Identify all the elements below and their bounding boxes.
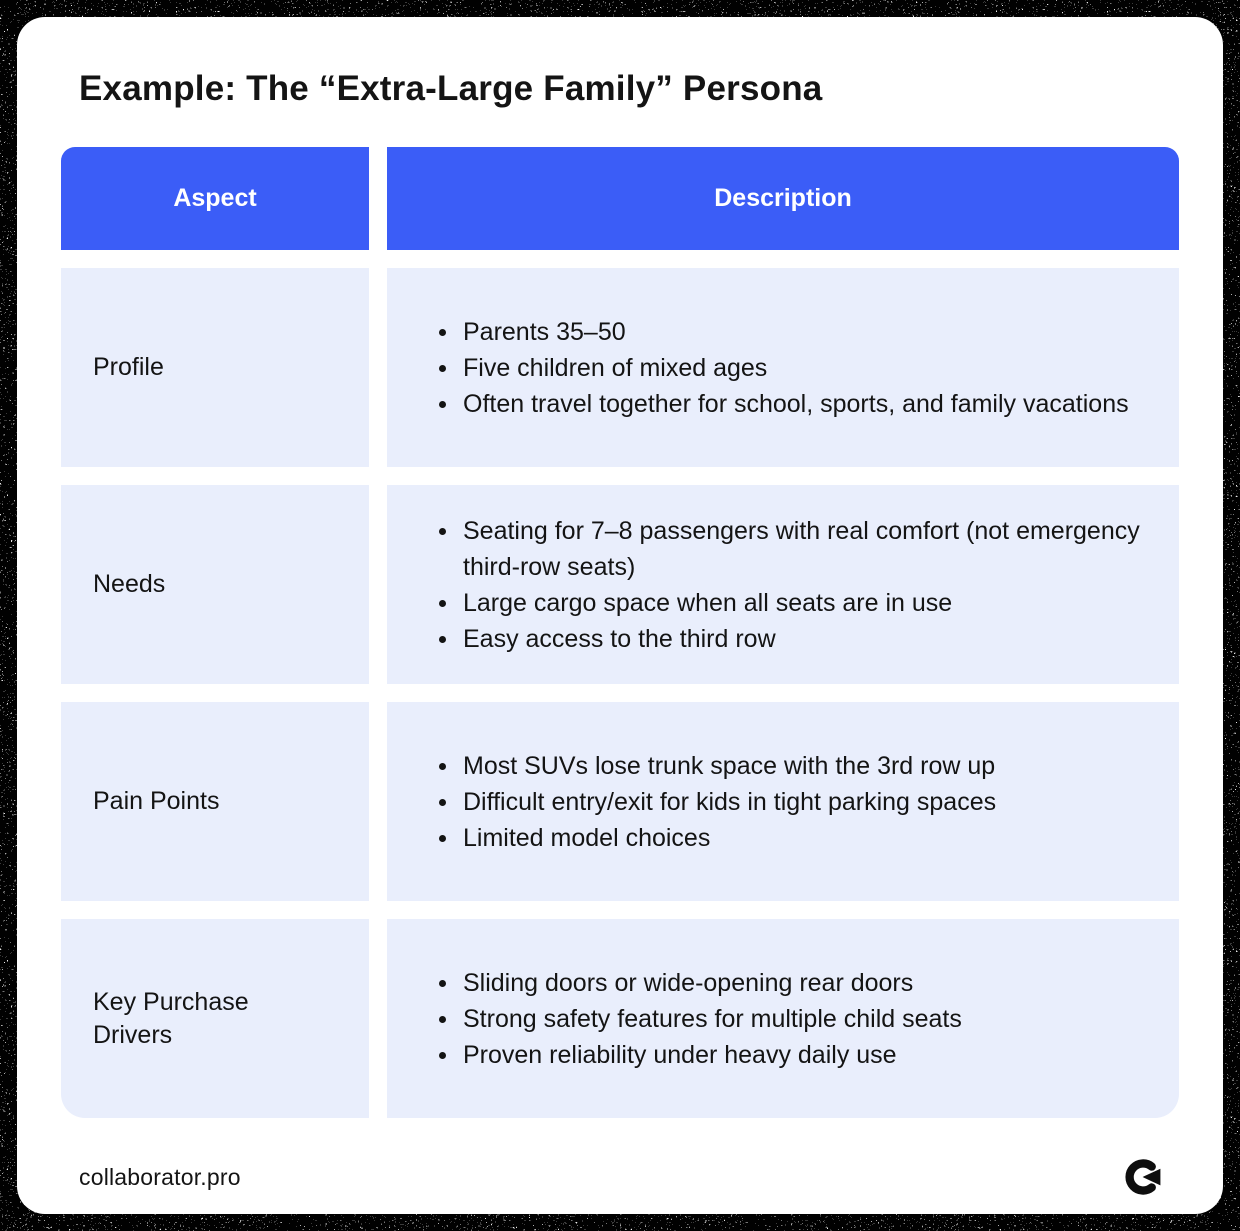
column-header-description: Description <box>387 147 1179 250</box>
description-cell-pain-points: Most SUVs lose trunk space with the 3rd … <box>387 702 1179 901</box>
list-item: Limited model choices <box>439 820 1151 856</box>
bullet-dot <box>439 979 446 987</box>
list-item-text: Easy access to the third row <box>463 624 776 653</box>
list-item: Difficult entry/exit for kids in tight p… <box>439 784 1151 820</box>
list-item: Easy access to the third row <box>439 621 1151 657</box>
aspect-cell-pain-points: Pain Points <box>61 702 369 901</box>
list-item: Most SUVs lose trunk space with the 3rd … <box>439 748 1151 784</box>
list-item-text: Large cargo space when all seats are in … <box>463 588 953 617</box>
bullet-dot <box>439 400 446 408</box>
list-item-text: Five children of mixed ages <box>463 353 768 382</box>
brand-text: collaborator.pro <box>79 1163 241 1190</box>
list-item-text: Sliding doors or wide-opening rear doors <box>463 968 914 997</box>
description-cell-needs: Seating for 7–8 passengers with real com… <box>387 485 1179 684</box>
bullet-list: Sliding doors or wide-opening rear doors… <box>439 965 1151 1073</box>
bullet-dot <box>439 1015 446 1023</box>
bullet-dot <box>439 599 446 607</box>
list-item-text: Proven reliability under heavy daily use <box>463 1040 897 1069</box>
description-cell-profile: Parents 35–50 Five children of mixed age… <box>387 268 1179 467</box>
aspect-cell-key-purchase-drivers: Key Purchase Drivers <box>61 919 369 1118</box>
persona-table: Aspect Description Profile Parents 35–50… <box>61 147 1179 1118</box>
bullet-dot <box>439 798 446 806</box>
bullet-dot <box>439 364 446 372</box>
list-item: Strong safety features for multiple chil… <box>439 1001 1151 1037</box>
bullet-dot <box>439 834 446 842</box>
bullet-dot <box>439 762 446 770</box>
bullet-list: Parents 35–50 Five children of mixed age… <box>439 314 1151 422</box>
card-footer: collaborator.pro <box>79 1158 1161 1196</box>
list-item: Sliding doors or wide-opening rear doors <box>439 965 1151 1001</box>
bullet-list: Seating for 7–8 passengers with real com… <box>439 513 1151 657</box>
list-item-text: Difficult entry/exit for kids in tight p… <box>463 787 997 816</box>
page-title: Example: The “Extra-Large Family” Person… <box>79 69 823 108</box>
list-item: Proven reliability under heavy daily use <box>439 1037 1151 1073</box>
list-item-text: Often travel together for school, sports… <box>463 389 1129 418</box>
column-header-aspect: Aspect <box>61 147 369 250</box>
list-item-text: Strong safety features for multiple chil… <box>463 1004 962 1033</box>
collaborator-logo-icon <box>1123 1158 1161 1196</box>
list-item: Seating for 7–8 passengers with real com… <box>439 513 1151 585</box>
aspect-cell-needs: Needs <box>61 485 369 684</box>
list-item-text: Limited model choices <box>463 823 711 852</box>
list-item: Five children of mixed ages <box>439 350 1151 386</box>
bullet-list: Most SUVs lose trunk space with the 3rd … <box>439 748 1151 856</box>
list-item-text: Most SUVs lose trunk space with the 3rd … <box>463 751 996 780</box>
bullet-dot <box>439 1051 446 1059</box>
bullet-dot <box>439 635 446 643</box>
list-item: Parents 35–50 <box>439 314 1151 350</box>
list-item: Large cargo space when all seats are in … <box>439 585 1151 621</box>
content-card: Example: The “Extra-Large Family” Person… <box>17 17 1223 1214</box>
list-item: Often travel together for school, sports… <box>439 386 1151 422</box>
aspect-cell-profile: Profile <box>61 268 369 467</box>
description-cell-key-purchase-drivers: Sliding doors or wide-opening rear doors… <box>387 919 1179 1118</box>
list-item-text: Seating for 7–8 passengers with real com… <box>463 516 1140 581</box>
list-item-text: Parents 35–50 <box>463 317 626 346</box>
bullet-dot <box>439 328 446 336</box>
bullet-dot <box>439 527 446 535</box>
